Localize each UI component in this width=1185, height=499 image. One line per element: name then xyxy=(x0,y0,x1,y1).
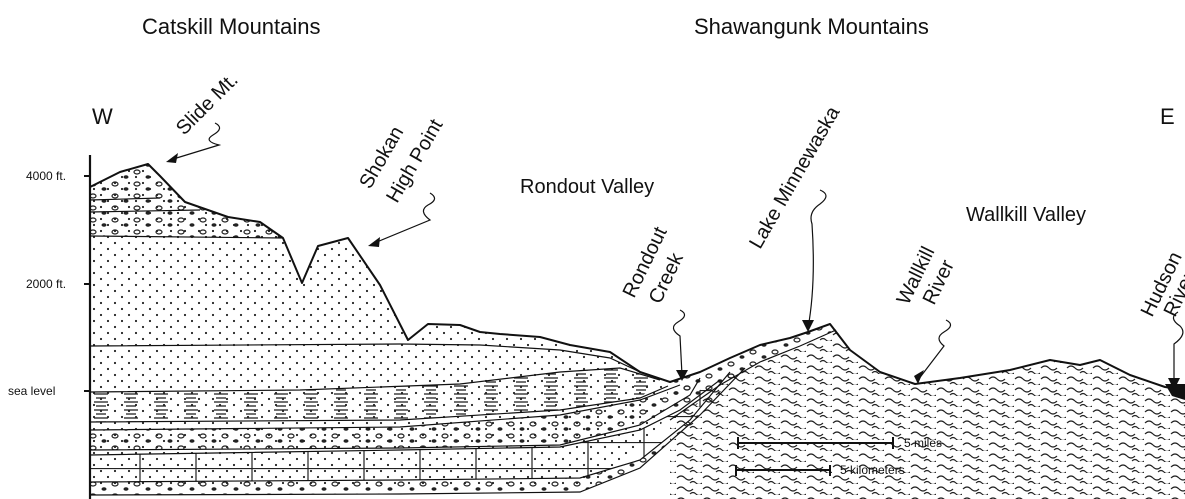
minnewaska-label: Lake Minnewaska xyxy=(745,102,845,252)
elev-4000-label: 4000 ft. xyxy=(26,169,66,183)
catskill-title: Catskill Mountains xyxy=(142,14,321,39)
arrowhead-shokan xyxy=(368,237,380,247)
slide-mt-label: Slide Mt. xyxy=(172,69,243,140)
east-label: E xyxy=(1160,104,1175,129)
scale-miles-label: 5 miles xyxy=(904,436,942,450)
scale-km-label: 5 kilometers xyxy=(840,463,905,477)
shawangunk-title: Shawangunk Mountains xyxy=(694,14,929,39)
elev-2000-label: 2000 ft. xyxy=(26,277,66,291)
arrowhead-slide xyxy=(166,153,178,163)
rondout-valley-label: Rondout Valley xyxy=(520,176,654,198)
sea-level-label: sea level xyxy=(8,384,55,398)
arrowhead-wallkill xyxy=(914,370,924,384)
west-label: W xyxy=(92,104,113,129)
wallkill-valley-label: Wallkill Valley xyxy=(966,204,1086,226)
conglomerate-cap xyxy=(90,164,283,238)
